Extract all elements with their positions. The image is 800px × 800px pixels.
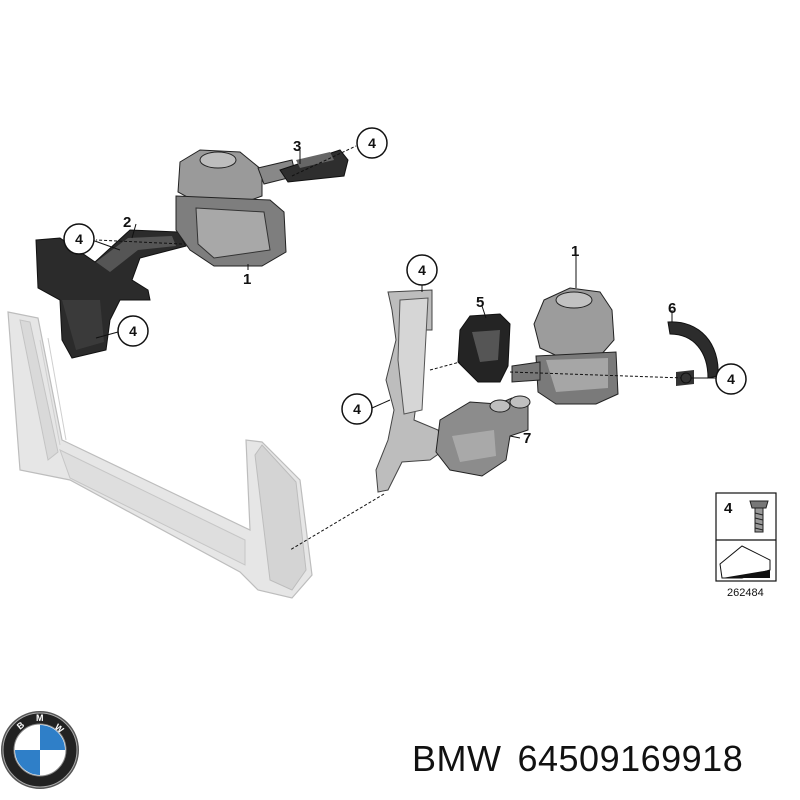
screw-icon: [680, 372, 692, 384]
leader-lines: [91, 145, 716, 551]
callout-clamp-top: 3: [293, 138, 301, 155]
svg-text:4: 4: [129, 323, 137, 339]
screw-callout: 4: [356, 127, 388, 159]
legend-item-number: 4: [724, 500, 733, 517]
valve-part-7: [435, 395, 531, 477]
screw-callout: 4: [715, 363, 747, 395]
svg-text:4: 4: [353, 401, 361, 417]
screw-callout: 4: [341, 393, 373, 425]
callout-pump-top: 1: [243, 271, 251, 288]
screw-icon: [749, 500, 769, 533]
wedge-arrow-icon: [719, 545, 771, 579]
svg-text:B: B: [15, 719, 27, 731]
radiator-frame: [7, 311, 313, 599]
clip-part-5: [457, 313, 511, 383]
svg-text:4: 4: [418, 262, 426, 278]
screw-callout: 4: [406, 254, 438, 286]
callout-clamp-right: 6: [668, 300, 676, 317]
brand-name: BMW: [412, 738, 502, 779]
svg-text:M: M: [36, 713, 44, 723]
screw-callout: 4: [117, 315, 149, 347]
part-number: 64509169918: [517, 738, 744, 779]
callout-valve: 7: [523, 430, 531, 447]
callout-numbers: 1 2 3 5 6 7 1: [123, 138, 676, 447]
pump-part-1-top: [175, 149, 297, 267]
screw-callouts: 4 4 4 4 4 4: [63, 127, 747, 425]
legend-reference-code: 262484: [727, 587, 764, 599]
svg-text:4: 4: [75, 231, 83, 247]
legend-box: 4 262484: [715, 492, 777, 599]
callout-pump-right: 1: [571, 243, 579, 260]
bracket-part-2: [35, 229, 187, 359]
callout-bracket-left: 2: [123, 214, 131, 231]
svg-text:4: 4: [727, 371, 735, 387]
mounting-bracket: [375, 289, 445, 493]
svg-text:4: 4: [368, 135, 376, 151]
bmw-logo: B M W: [1, 711, 79, 789]
screw-callout: 4: [63, 223, 95, 255]
part-caption: BMW 64509169918: [412, 738, 743, 780]
callout-clip: 5: [476, 294, 484, 311]
pump-part-1-right: [511, 287, 619, 405]
clamp-part-6: [667, 321, 719, 386]
